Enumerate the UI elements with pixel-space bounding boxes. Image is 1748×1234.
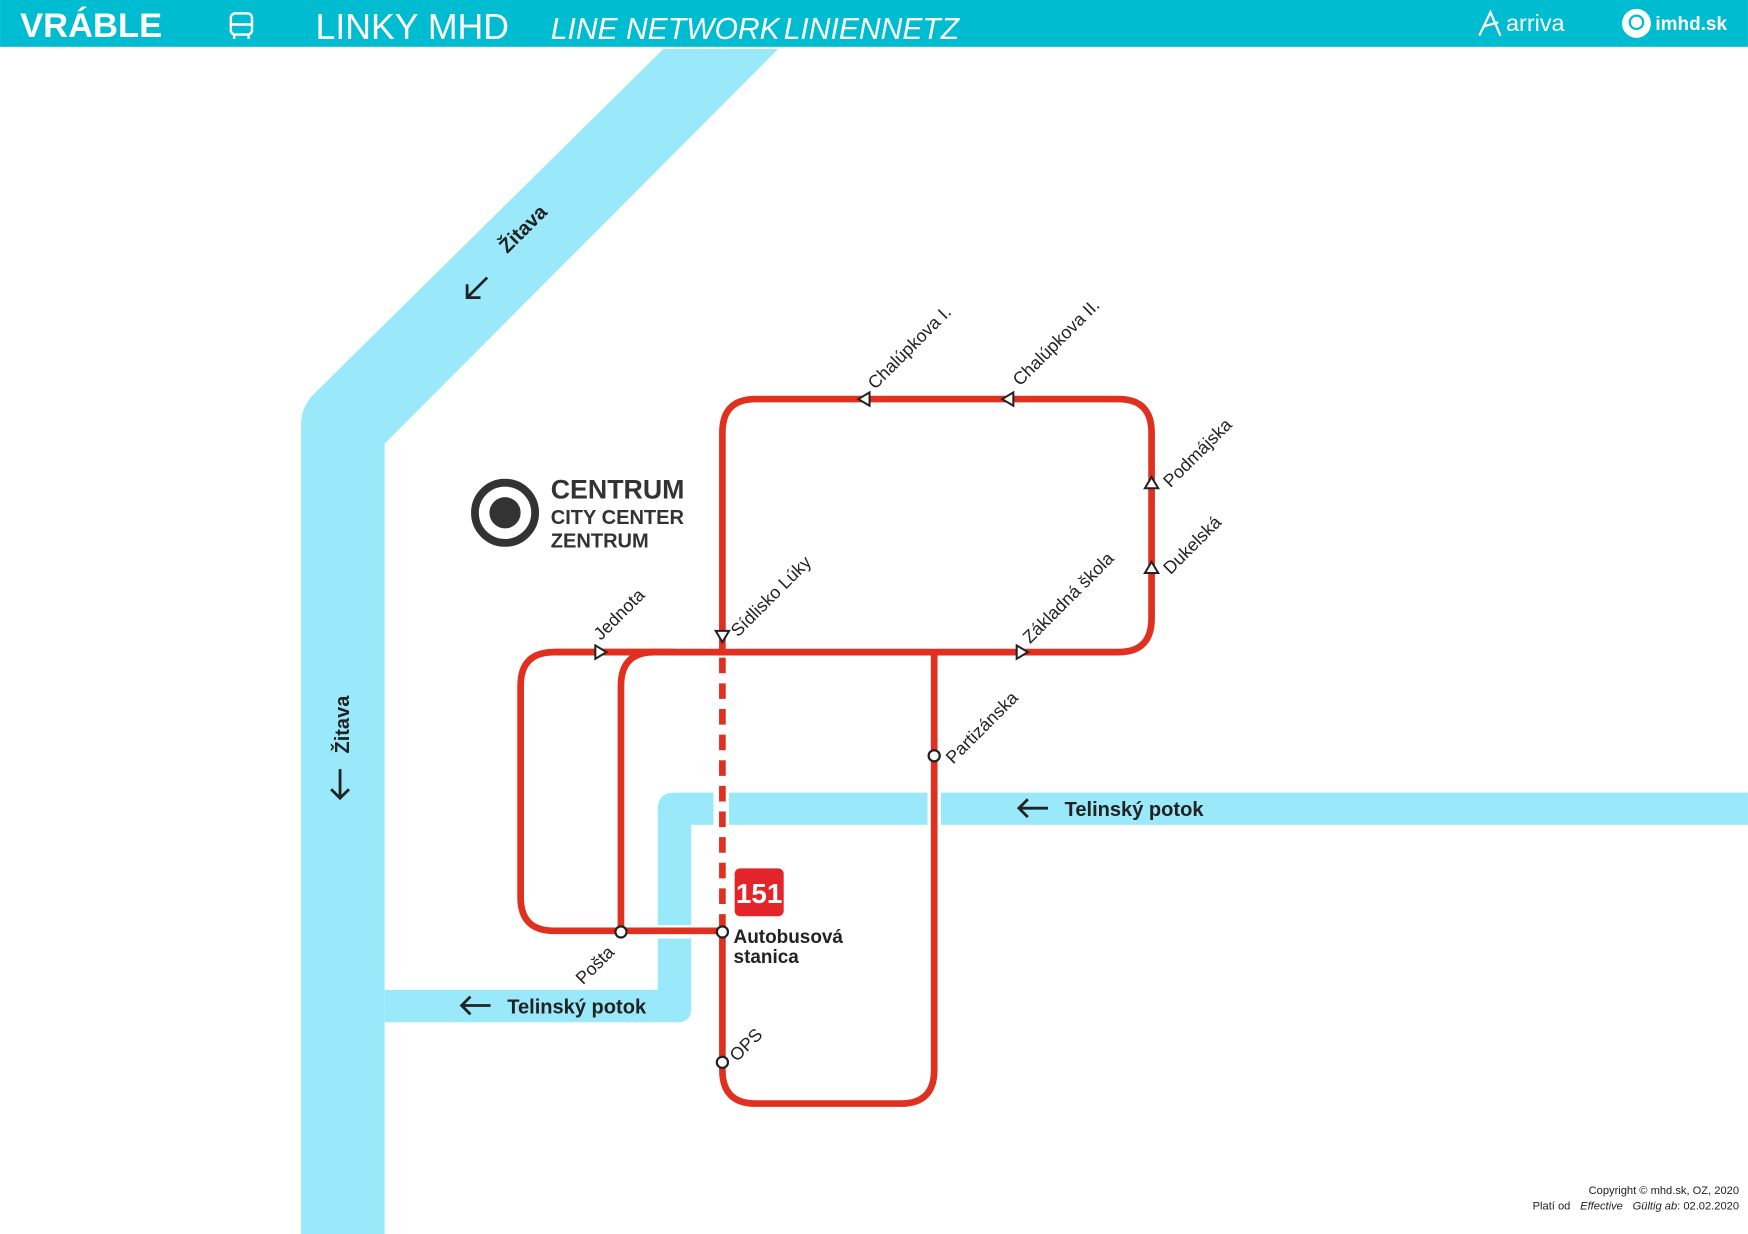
arriva-logo: arriva [1478,9,1566,36]
stop-label-posta[interactable]: Pošta [572,942,618,988]
valid-date: : 02.02.2020 [1677,1200,1739,1212]
stop-marker-chalupkova2[interactable] [1000,390,1015,408]
stop-label-sidlisko[interactable]: Sídlisko Lúky [727,552,815,640]
header-bar [0,0,1748,47]
stop-label-dukelska[interactable]: Dukelská [1159,512,1225,578]
stop-label-chalupkova2[interactable]: Chalúpkova II. [1009,295,1104,390]
stop-marker-posta[interactable] [614,925,628,939]
copyright: Copyright © mhd.sk, OZ, 2020 [1589,1185,1739,1197]
city-title: VRÁBLE [20,5,162,45]
svg-text:imhd.sk: imhd.sk [1655,14,1727,35]
validity: Platí od Effective Gültig ab: 02.02.2020 [1533,1200,1739,1212]
stop-label-stanica[interactable]: stanica [734,947,800,968]
imhd-logo: imhd.sk [1621,8,1727,38]
river-label-zitava-vertical: Žitava [330,695,354,754]
stop-marker-ops[interactable] [715,1055,730,1070]
stop-label-ops[interactable]: OPS [726,1024,767,1065]
valid-sk: Platí od [1533,1200,1571,1212]
stop-marker-zakladna[interactable] [1015,643,1030,661]
svg-text:arriva: arriva [1506,10,1565,36]
stop-label-podmajska[interactable]: Podmájska [1159,415,1236,492]
stop-marker-sidlisko[interactable] [713,629,731,645]
bus-icon [229,12,254,40]
page-title: LINKY MHD [316,7,510,47]
stop-label-jednota[interactable]: Jednota [590,585,649,644]
valid-de: Gültig ab [1633,1200,1678,1212]
stop-marker-chalupkova1[interactable] [856,390,871,408]
city-center-icon [471,478,540,547]
arrow-icon [330,769,350,801]
arrow-icon [1016,798,1048,819]
svg-text:151: 151 [736,878,782,909]
valid-en: Effective [1580,1200,1623,1212]
legend-zentrum: ZENTRUM [551,530,649,552]
stop-label-autobusova[interactable]: Autobusová [734,927,844,948]
river-telinsky-potok [384,792,1748,1023]
stop-label-chalupkova1[interactable]: Chalúpkova I. [864,302,955,393]
river-label-telinsky-west: Telinský potok [507,996,647,1018]
route-west-inner-loop [617,648,675,931]
stop-marker-podmajska[interactable] [1143,475,1161,490]
arrow-icon [465,276,489,300]
river-zitava [301,49,779,1234]
river-label-telinsky-east: Telinský potok [1065,799,1205,821]
page-title-en: LINE NETWORK [551,13,782,46]
stop-marker-autobusova[interactable] [715,925,730,939]
arrow-icon [459,995,491,1016]
route-north-loop [554,395,1155,656]
svg-text:Žitava: Žitava [330,695,354,754]
stop-marker-dukelska[interactable] [1143,559,1161,574]
route-south-loop [719,652,938,1107]
stop-label-partizanska[interactable]: Partizánska [942,687,1022,767]
stop-marker-jednota[interactable] [594,643,609,661]
page-title-de: LINIENNETZ [784,13,961,46]
stop-marker-partizanska[interactable] [927,749,941,763]
legend-centrum: CENTRUM [551,474,685,504]
legend-city-center: CITY CENTER [551,507,685,529]
stop-label-zakladna[interactable]: Základná škola [1019,548,1118,647]
route-west-outer-loop [517,648,723,935]
line-badge-151[interactable]: 151 [734,868,784,917]
